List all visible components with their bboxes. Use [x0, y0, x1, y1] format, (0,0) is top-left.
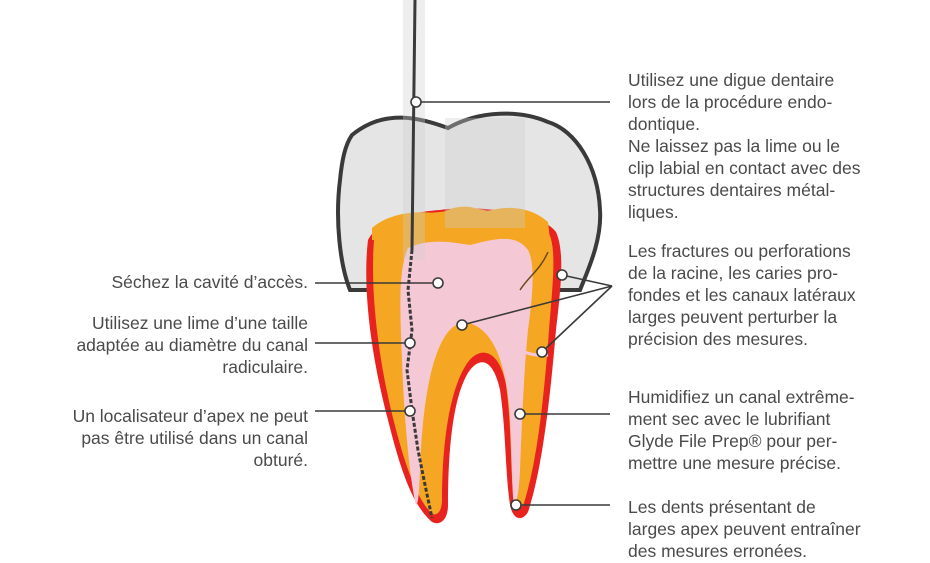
annotation-file-size: Utilisez une lime d’une taille adaptée a… — [76, 312, 308, 378]
annotation-wide-apex: Les dents présentant de larges apex peuv… — [628, 496, 861, 562]
annotation-dry-canal: Humidifiez un canal extrême- ment sec av… — [628, 386, 855, 474]
annotation-rubber-dam: Utilisez une digue dentaire lors de la p… — [628, 69, 861, 223]
annotation-obturated-canal: Un localisateur d’apex ne peut pas être … — [73, 405, 308, 471]
annotation-fractures: Les fractures ou perforations de la raci… — [628, 240, 856, 350]
annotation-dry-cavity: Séchez la cavité d’accès. — [112, 271, 309, 293]
crown-column-shadow — [445, 118, 525, 228]
